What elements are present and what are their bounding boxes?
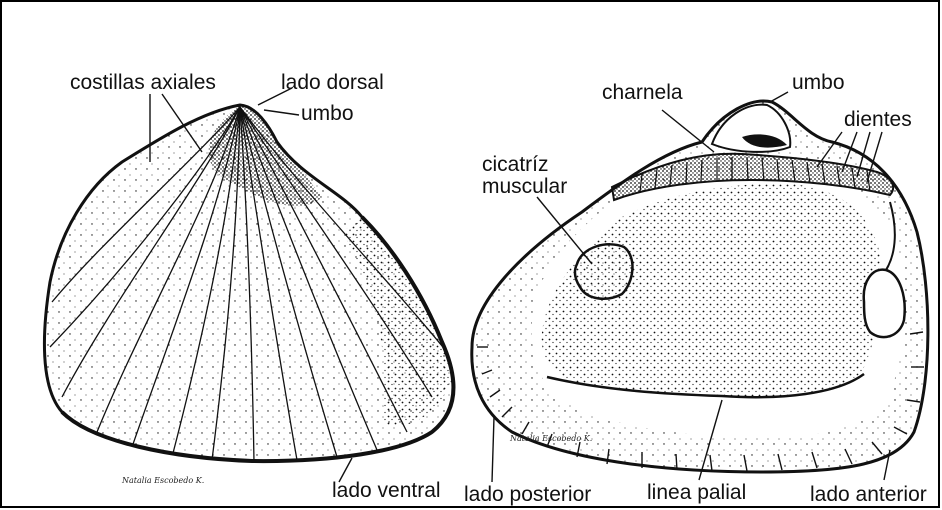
artist-signature-right: Natalia Escobedo K. bbox=[510, 434, 592, 443]
label-costillas-axiales: costillas axiales bbox=[70, 72, 216, 94]
label-umbo-right: umbo bbox=[792, 72, 845, 94]
label-lado-ventral: lado ventral bbox=[332, 480, 441, 502]
label-charnela: charnela bbox=[602, 82, 683, 104]
label-linea-palial: linea palial bbox=[647, 482, 746, 504]
artist-signature-left: Natalia Escobedo K. bbox=[122, 476, 204, 485]
label-lado-anterior: lado anterior bbox=[810, 484, 927, 506]
label-lado-posterior: lado posterior bbox=[464, 484, 591, 506]
label-dientes: dientes bbox=[844, 109, 912, 131]
label-cicatriz-line1: cicatríz bbox=[482, 154, 549, 176]
label-lado-dorsal: lado dorsal bbox=[281, 72, 384, 94]
label-cicatriz-line2: muscular bbox=[482, 176, 567, 198]
label-umbo-left: umbo bbox=[301, 103, 354, 125]
exterior-shell bbox=[44, 105, 453, 462]
